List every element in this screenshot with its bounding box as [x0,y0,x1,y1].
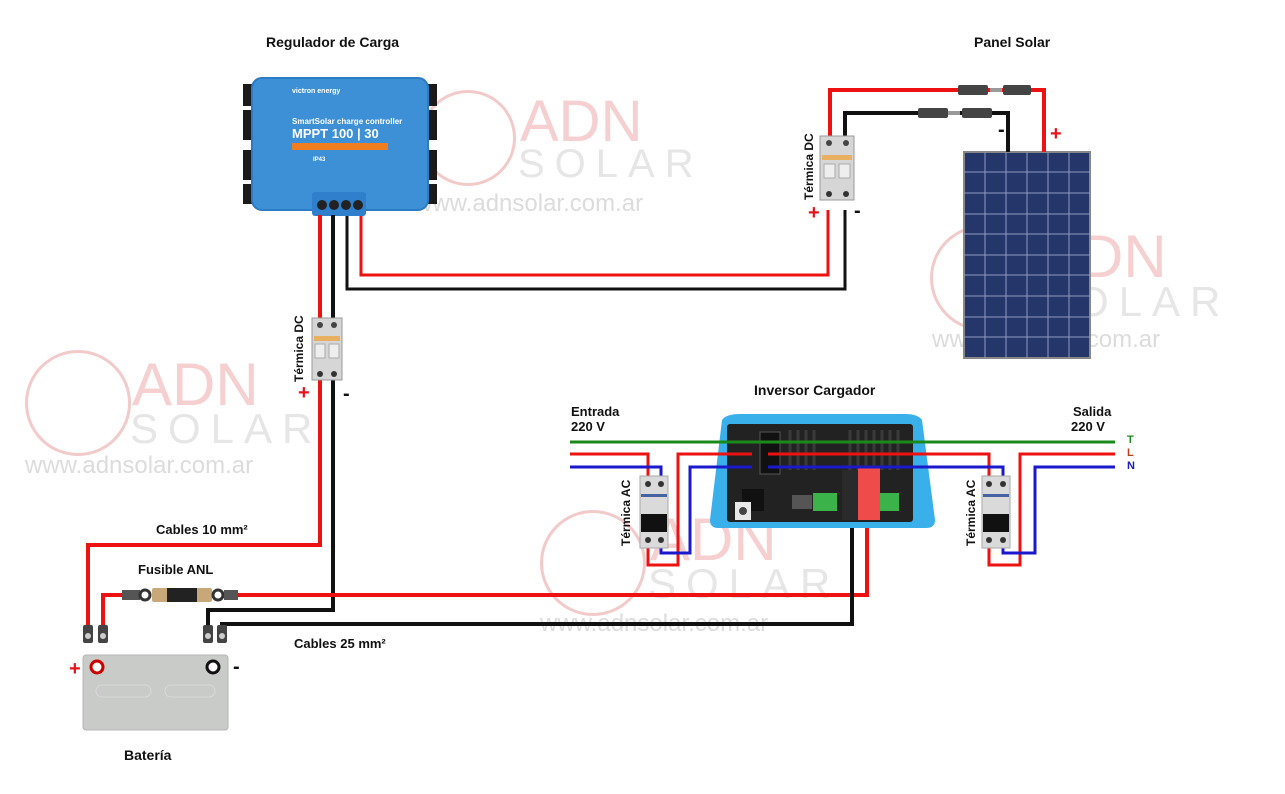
battery-negative-sign: - [233,656,240,678]
dc-breaker-pv-positive-sign: + [808,202,820,224]
battery-positive-sign: + [69,658,81,680]
fuse-label: Fusible ANL [138,562,214,577]
ac-breaker-input [639,475,669,549]
charge-controller-title: Regulador de Carga [266,34,400,50]
battery [82,654,229,731]
wire-ac-input-live [570,452,650,478]
solar-panel-grid [964,152,1090,358]
anl-fuse [122,588,238,602]
watermark-brand2: SOLAR [518,142,704,186]
inverter-positive-terminal [858,468,880,520]
wire-ac-output-neutral [768,465,1005,478]
live-letter: L [1127,447,1134,459]
watermark-brand: ADN [132,351,259,418]
controller-brand: victron energy [292,88,341,95]
watermark-logo-icon [25,350,131,456]
solar-panel-title: Panel Solar [974,34,1051,50]
cables-25mm-label: Cables 25 mm² [294,636,386,651]
wire-ac-input-neutral [570,465,663,478]
battery-lugs [83,625,227,643]
controller-ip-rating: IP43 [313,157,326,163]
wire-ac-input-neutral-to-inverter [659,465,752,555]
watermark-url: www.adnsolar.com.ar [415,190,644,217]
watermark-brand2: SOLAR [130,405,323,452]
watermark-url: www.adnsolar.com.ar [25,452,254,479]
wire-inverter-positive-25mm [101,593,122,625]
panel-negative-sign: - [998,119,1005,141]
ac-output-voltage: 220 V [1071,419,1105,434]
cables-10mm-label: Cables 10 mm² [156,522,248,537]
wire-pv-positive [828,88,1046,152]
neutral-letter: N [1127,460,1135,472]
wire-ac-output-live-out [987,452,1115,567]
wire-ac-output-live [768,452,991,478]
watermark-logo-icon [540,510,646,616]
ac-breaker-input-label: Térmica AC [619,479,633,546]
dc-breaker-battery [311,317,343,381]
wire-inverter-negative-25mm [220,490,854,626]
battery-negative-terminal [205,659,221,675]
dc-breaker-battery-negative-sign: - [343,383,350,405]
mc4-connector-negative [918,108,992,118]
dc-breaker-pv [819,135,855,201]
ac-breaker-output-label: Térmica AC [964,479,978,546]
earth-letter: T [1127,434,1134,446]
solar-panel [963,151,1091,359]
controller-orange-bar [292,143,388,150]
controller-model-line1: SmartSolar charge controller [292,117,403,126]
dc-breaker-battery-label: Térmica DC [292,315,306,382]
wire-controller-pv-positive [359,210,830,277]
wire-pv-negative [843,111,1010,152]
battery-positive-terminal [89,659,105,675]
inverter-terminal-green [813,493,837,511]
controller-model-line2: MPPT 100 | 30 [292,126,379,141]
inverter-charger[interactable] [710,414,935,528]
ac-output-label: Salida [1073,404,1112,419]
battery-title: Batería [124,747,172,763]
dc-breaker-pv-negative-sign: - [854,200,861,222]
wire-controller-pv-negative [345,210,847,291]
dc-breaker-pv-label: Térmica DC [802,133,816,200]
ac-input-voltage: 220 V [571,419,605,434]
inverter-title: Inversor Cargador [754,382,876,398]
panel-positive-sign: + [1050,123,1062,145]
wire-ac-input-live-to-inverter [646,452,752,567]
mc4-connector-positive [958,85,1031,95]
wire-battery-negative-10mm [206,215,335,625]
ac-breaker-output [981,475,1011,549]
wire-ac-output-neutral-out [1001,465,1115,555]
watermark-brand: ADN [520,89,643,154]
watermark-brand2: SOLAR [648,560,841,607]
ac-input-label: Entrada [571,404,620,419]
charge-controller[interactable] [243,77,437,216]
dc-breaker-battery-positive-sign: + [298,382,310,404]
